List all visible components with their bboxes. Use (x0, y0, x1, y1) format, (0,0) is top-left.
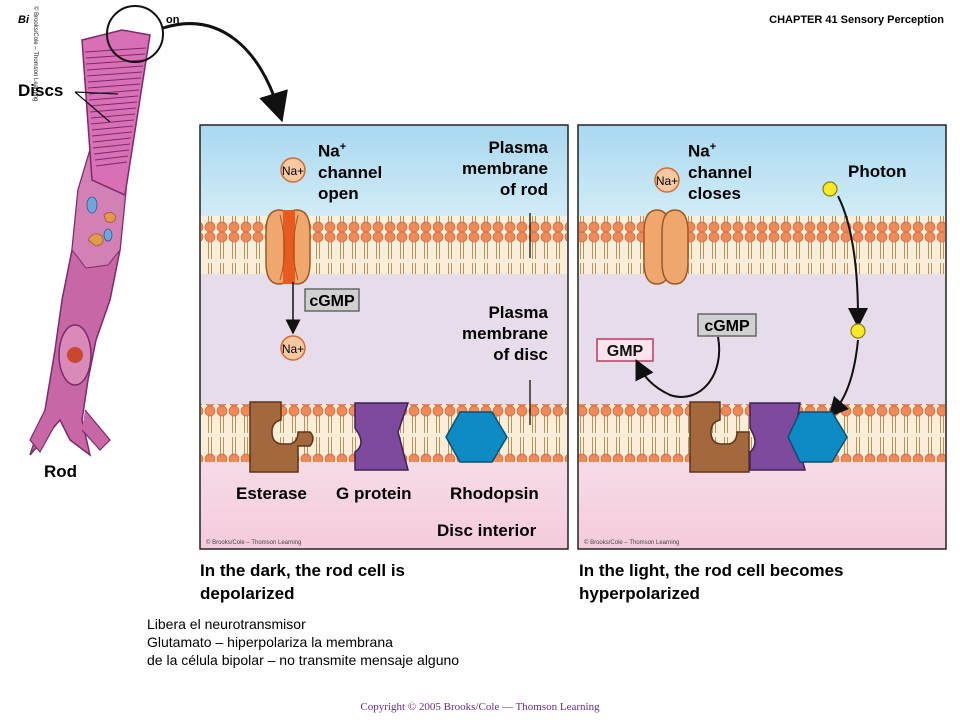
note-line-1: Libera el neurotransmisor (147, 616, 306, 632)
esterase-shape (249, 401, 314, 473)
na-ion-light-label: Na+ (656, 174, 678, 188)
light-cgmp-label: cGMP (704, 318, 750, 335)
zoom-circle (106, 5, 164, 63)
g-protein-shape (354, 402, 410, 471)
dark-panel-credit: © Brooks/Cole – Thomson Learning (206, 539, 301, 546)
dark-panel: © Brooks/Cole – Thomson Learning (199, 124, 569, 550)
light-cgmp-box (697, 313, 757, 337)
discs-label: Discs (18, 81, 64, 100)
na-ion-bottom-label: Na+ (282, 342, 304, 356)
header-fragment-right: on (166, 14, 180, 26)
dark-caption: In the dark, the rod cell is depolarized (200, 561, 405, 603)
photon-dot-2 (850, 323, 866, 339)
gmp-label: GMP (607, 343, 644, 360)
photon-label: Photon (848, 162, 907, 181)
note-line-3: de la célula bipolar – no transmite mens… (147, 652, 460, 668)
photon-dot-1 (822, 181, 838, 197)
light-panel-credit: © Brooks/Cole – Thomson Learning (584, 539, 679, 546)
light-caption: In the light, the rod cell becomes hyper… (579, 561, 844, 603)
note-line-2: Glutamato – hiperpolariza la membrana (147, 634, 393, 650)
chapter-title: CHAPTER 41 Sensory Perception (769, 14, 944, 26)
rod-label: Rod (44, 462, 78, 481)
light-esterase-shape (689, 401, 750, 473)
discs-pointer-lines (74, 91, 119, 123)
zoom-arrow (162, 22, 288, 123)
gmp-box (596, 338, 654, 362)
spanish-notes: Libera el neurotransmisor Glutamato – hi… (147, 615, 459, 669)
na-ion-light (654, 167, 680, 193)
rod-membrane-bilayer (201, 216, 567, 274)
g-protein-label: G protein (336, 484, 412, 503)
dark-na-channel-label: Na+ channel open (318, 141, 383, 203)
rhodopsin-shape (445, 411, 508, 463)
disc-interior-label: Disc interior (437, 521, 537, 540)
na-ion-top-label: Na+ (282, 164, 304, 178)
cgmp-label: cGMP (309, 293, 355, 310)
na-channel-open (265, 209, 311, 285)
light-panel: © Brooks/Cole – Thomson Learning (577, 124, 947, 550)
na-channel-closed (643, 209, 689, 285)
cgmp-conversion-arrow (635, 336, 721, 398)
light-na-channel-label: Na+ channel closes (688, 141, 753, 203)
rod-cell-illustration (29, 29, 151, 457)
photon-path-arrow-1 (837, 195, 868, 328)
light-rod-membrane-bilayer (579, 216, 945, 274)
na-ion-bottom (280, 335, 306, 361)
plasma-membrane-rod-label: Plasma membrane of rod (462, 138, 548, 199)
header-fragment-left: Bi (18, 14, 29, 26)
plasma-membrane-disc-label: Plasma membrane of disc (462, 303, 548, 364)
na-ion-top (280, 157, 306, 183)
photon-path-arrow-2 (828, 339, 859, 418)
esterase-label: Esterase (236, 484, 307, 503)
cgmp-box (304, 288, 360, 312)
light-rhodopsin-shape (787, 411, 848, 463)
vertical-credit: © Brooks/Cole – Thomson Learning (32, 6, 39, 101)
rhodopsin-label: Rhodopsin (450, 484, 539, 503)
copyright-footer: Copyright © 2005 Brooks/Cole — Thomson L… (360, 701, 600, 713)
